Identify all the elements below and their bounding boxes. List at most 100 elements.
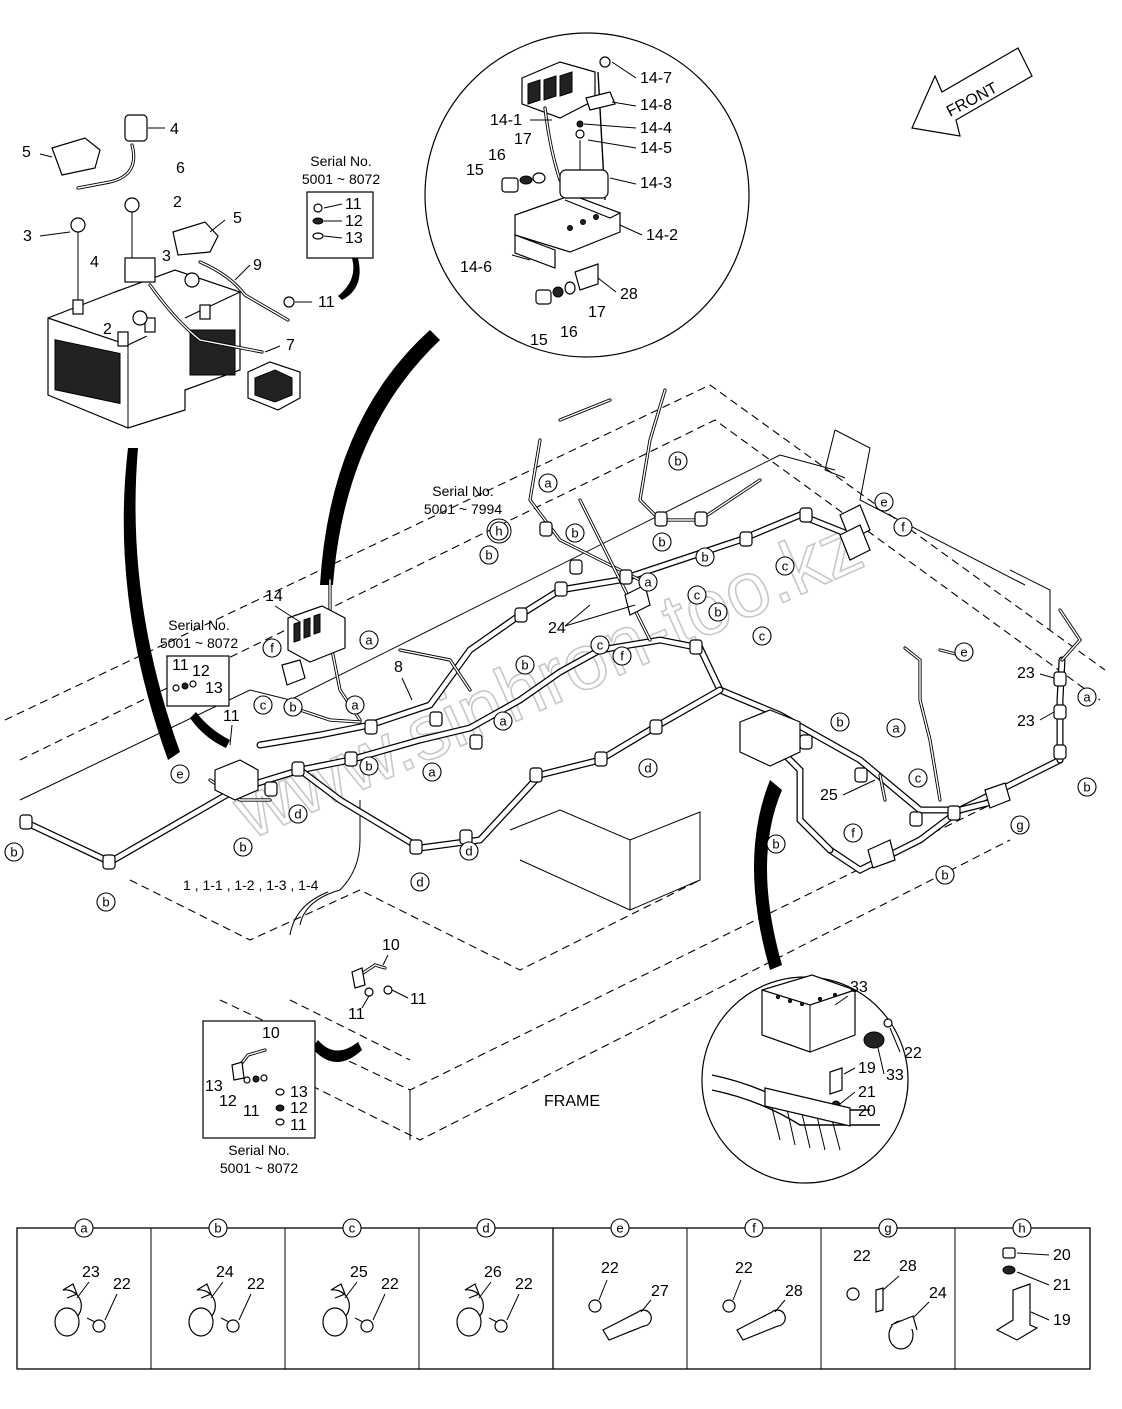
clamp-bubble-b: b: [668, 451, 688, 471]
clamp-bubble-letter: f: [851, 826, 855, 841]
clamp-bubble-c: c: [253, 695, 273, 715]
svg-text:13: 13: [205, 1078, 223, 1095]
clamp-bubble-letter: b: [701, 550, 708, 565]
svg-text:11: 11: [345, 196, 362, 213]
svg-text:14-8: 14-8: [640, 97, 672, 114]
clamp-bubble-letter: a: [644, 575, 652, 590]
clamp-bubble-letter: a: [544, 476, 552, 491]
svg-text:5001 ~ 8072: 5001 ~ 8072: [302, 171, 380, 187]
svg-text:4: 4: [170, 121, 179, 138]
clamp-bubble-letter: b: [365, 759, 372, 774]
svg-text:6: 6: [176, 160, 185, 177]
inset-relay-bracket: [424, 32, 750, 358]
svg-text:16: 16: [488, 147, 506, 164]
clamp-bubble-letter: b: [714, 605, 721, 620]
svg-text:11: 11: [410, 991, 427, 1008]
svg-text:12: 12: [219, 1093, 237, 1110]
svg-text:33: 33: [886, 1067, 904, 1084]
svg-text:5001 ~ 8072: 5001 ~ 8072: [220, 1160, 298, 1176]
svg-text:12: 12: [192, 663, 210, 680]
svg-text:11: 11: [348, 1006, 365, 1023]
legend-part-bolt: 22: [601, 1260, 619, 1277]
main-callouts: 14 11 8 24 23 23 25 1 , 1-1 , 1-2 , 1-3 …: [183, 588, 1055, 893]
clamp-bubble-e: e: [954, 642, 974, 662]
svg-text:15: 15: [466, 162, 484, 179]
clamp-bubble-b: b: [830, 712, 850, 732]
legend-cell-d: d 26 22: [456, 1218, 533, 1337]
clamp-bubble-d: d: [459, 841, 479, 861]
clamp-bubble-letter: e: [960, 645, 967, 660]
clamp-bubble-g: g: [1010, 815, 1030, 835]
clamp-bubble-letter: b: [1083, 780, 1090, 795]
legend-part-clamp: 26: [484, 1264, 502, 1281]
legend-letter: a: [80, 1221, 88, 1236]
svg-text:17: 17: [588, 304, 606, 321]
clamp-bubble-letter: a: [499, 714, 507, 729]
clamp-bubble-letter: d: [416, 875, 423, 890]
clamp-bubble-letter: b: [102, 895, 109, 910]
legend-part-clamp: 25: [350, 1264, 368, 1281]
clamp-bubble-b: b: [479, 545, 499, 565]
clamp-bubble-letter: f: [270, 641, 274, 656]
clamp-bubble-e: e: [170, 764, 190, 784]
clamp-bubble-b: b: [766, 834, 786, 854]
clamp-bubble-letter: a: [892, 721, 900, 736]
svg-text:20: 20: [858, 1103, 876, 1120]
clamp-bubble-letter: a: [351, 698, 359, 713]
svg-text:Serial No.: Serial No.: [310, 153, 371, 169]
legend-part-bolt: 22: [735, 1260, 753, 1277]
svg-text:11: 11: [318, 294, 335, 311]
lower-parts: 10 11 11: [348, 937, 427, 1023]
legend-part-clip: 28: [785, 1283, 803, 1300]
svg-text:25: 25: [820, 787, 838, 804]
svg-text:16: 16: [560, 324, 578, 341]
svg-text:23: 23: [1017, 665, 1035, 682]
legend-part-bolt: 22: [247, 1276, 265, 1293]
clamp-reference-bubbles: aaaaaaaabbbbbbbbbbbbbbbbccccccddddeeefff…: [4, 451, 1097, 912]
clamp-bubble-letter: b: [485, 548, 492, 563]
clamp-bubble-letter: b: [239, 840, 246, 855]
svg-text:14-4: 14-4: [640, 120, 672, 137]
legend-letter: d: [482, 1221, 489, 1236]
svg-text:9: 9: [253, 257, 262, 274]
legend-part-bolt: 22: [515, 1276, 533, 1293]
svg-text:13: 13: [345, 230, 363, 247]
clamp-bubble-f: f: [262, 638, 282, 658]
svg-text:14-7: 14-7: [640, 70, 672, 87]
svg-text:21: 21: [858, 1084, 876, 1101]
svg-text:10: 10: [262, 1025, 280, 1042]
frame-label: FRAME: [544, 1093, 600, 1110]
legend-letter: g: [884, 1221, 891, 1236]
inset-top-callouts: 14-7 14-8 14-1 14-4 17 14-5 16 15 14-3 1…: [460, 61, 678, 349]
svg-text:7: 7: [286, 337, 295, 354]
svg-text:5: 5: [233, 210, 242, 227]
clamp-bubble-letter: b: [521, 658, 528, 673]
svg-text:3: 3: [23, 228, 32, 245]
svg-text:14-5: 14-5: [640, 140, 672, 157]
svg-text:11: 11: [223, 708, 240, 725]
machine-frame: [4, 384, 1106, 1141]
svg-text:14: 14: [265, 588, 283, 605]
svg-text:13: 13: [205, 680, 223, 697]
clamp-bubble-letter: d: [465, 844, 472, 859]
clamp-bubble-c: c: [687, 585, 707, 605]
svg-text:33: 33: [850, 979, 868, 996]
serial-note-2: Serial No. 5001 ~ 7994: [424, 483, 502, 517]
svg-text:12: 12: [290, 1100, 308, 1117]
battery-assembly: [39, 114, 301, 429]
front-arrow: FRONT: [911, 47, 1033, 137]
svg-text:4: 4: [90, 254, 99, 271]
legend-cells: a2322b2422c2522d2622e2227f2228g222824h20…: [54, 1218, 1071, 1350]
clamp-bubble-letter: f: [901, 520, 905, 535]
legend-part-bolt: 22: [113, 1276, 131, 1293]
clamp-bubble-a: a: [359, 630, 379, 650]
svg-text:14-6: 14-6: [460, 259, 492, 276]
clamp-bubble-letter: g: [1016, 818, 1023, 833]
svg-text:5: 5: [22, 144, 31, 161]
legend-part-clamp: 24: [216, 1264, 234, 1281]
clamp-bubble-a: a: [493, 711, 513, 731]
